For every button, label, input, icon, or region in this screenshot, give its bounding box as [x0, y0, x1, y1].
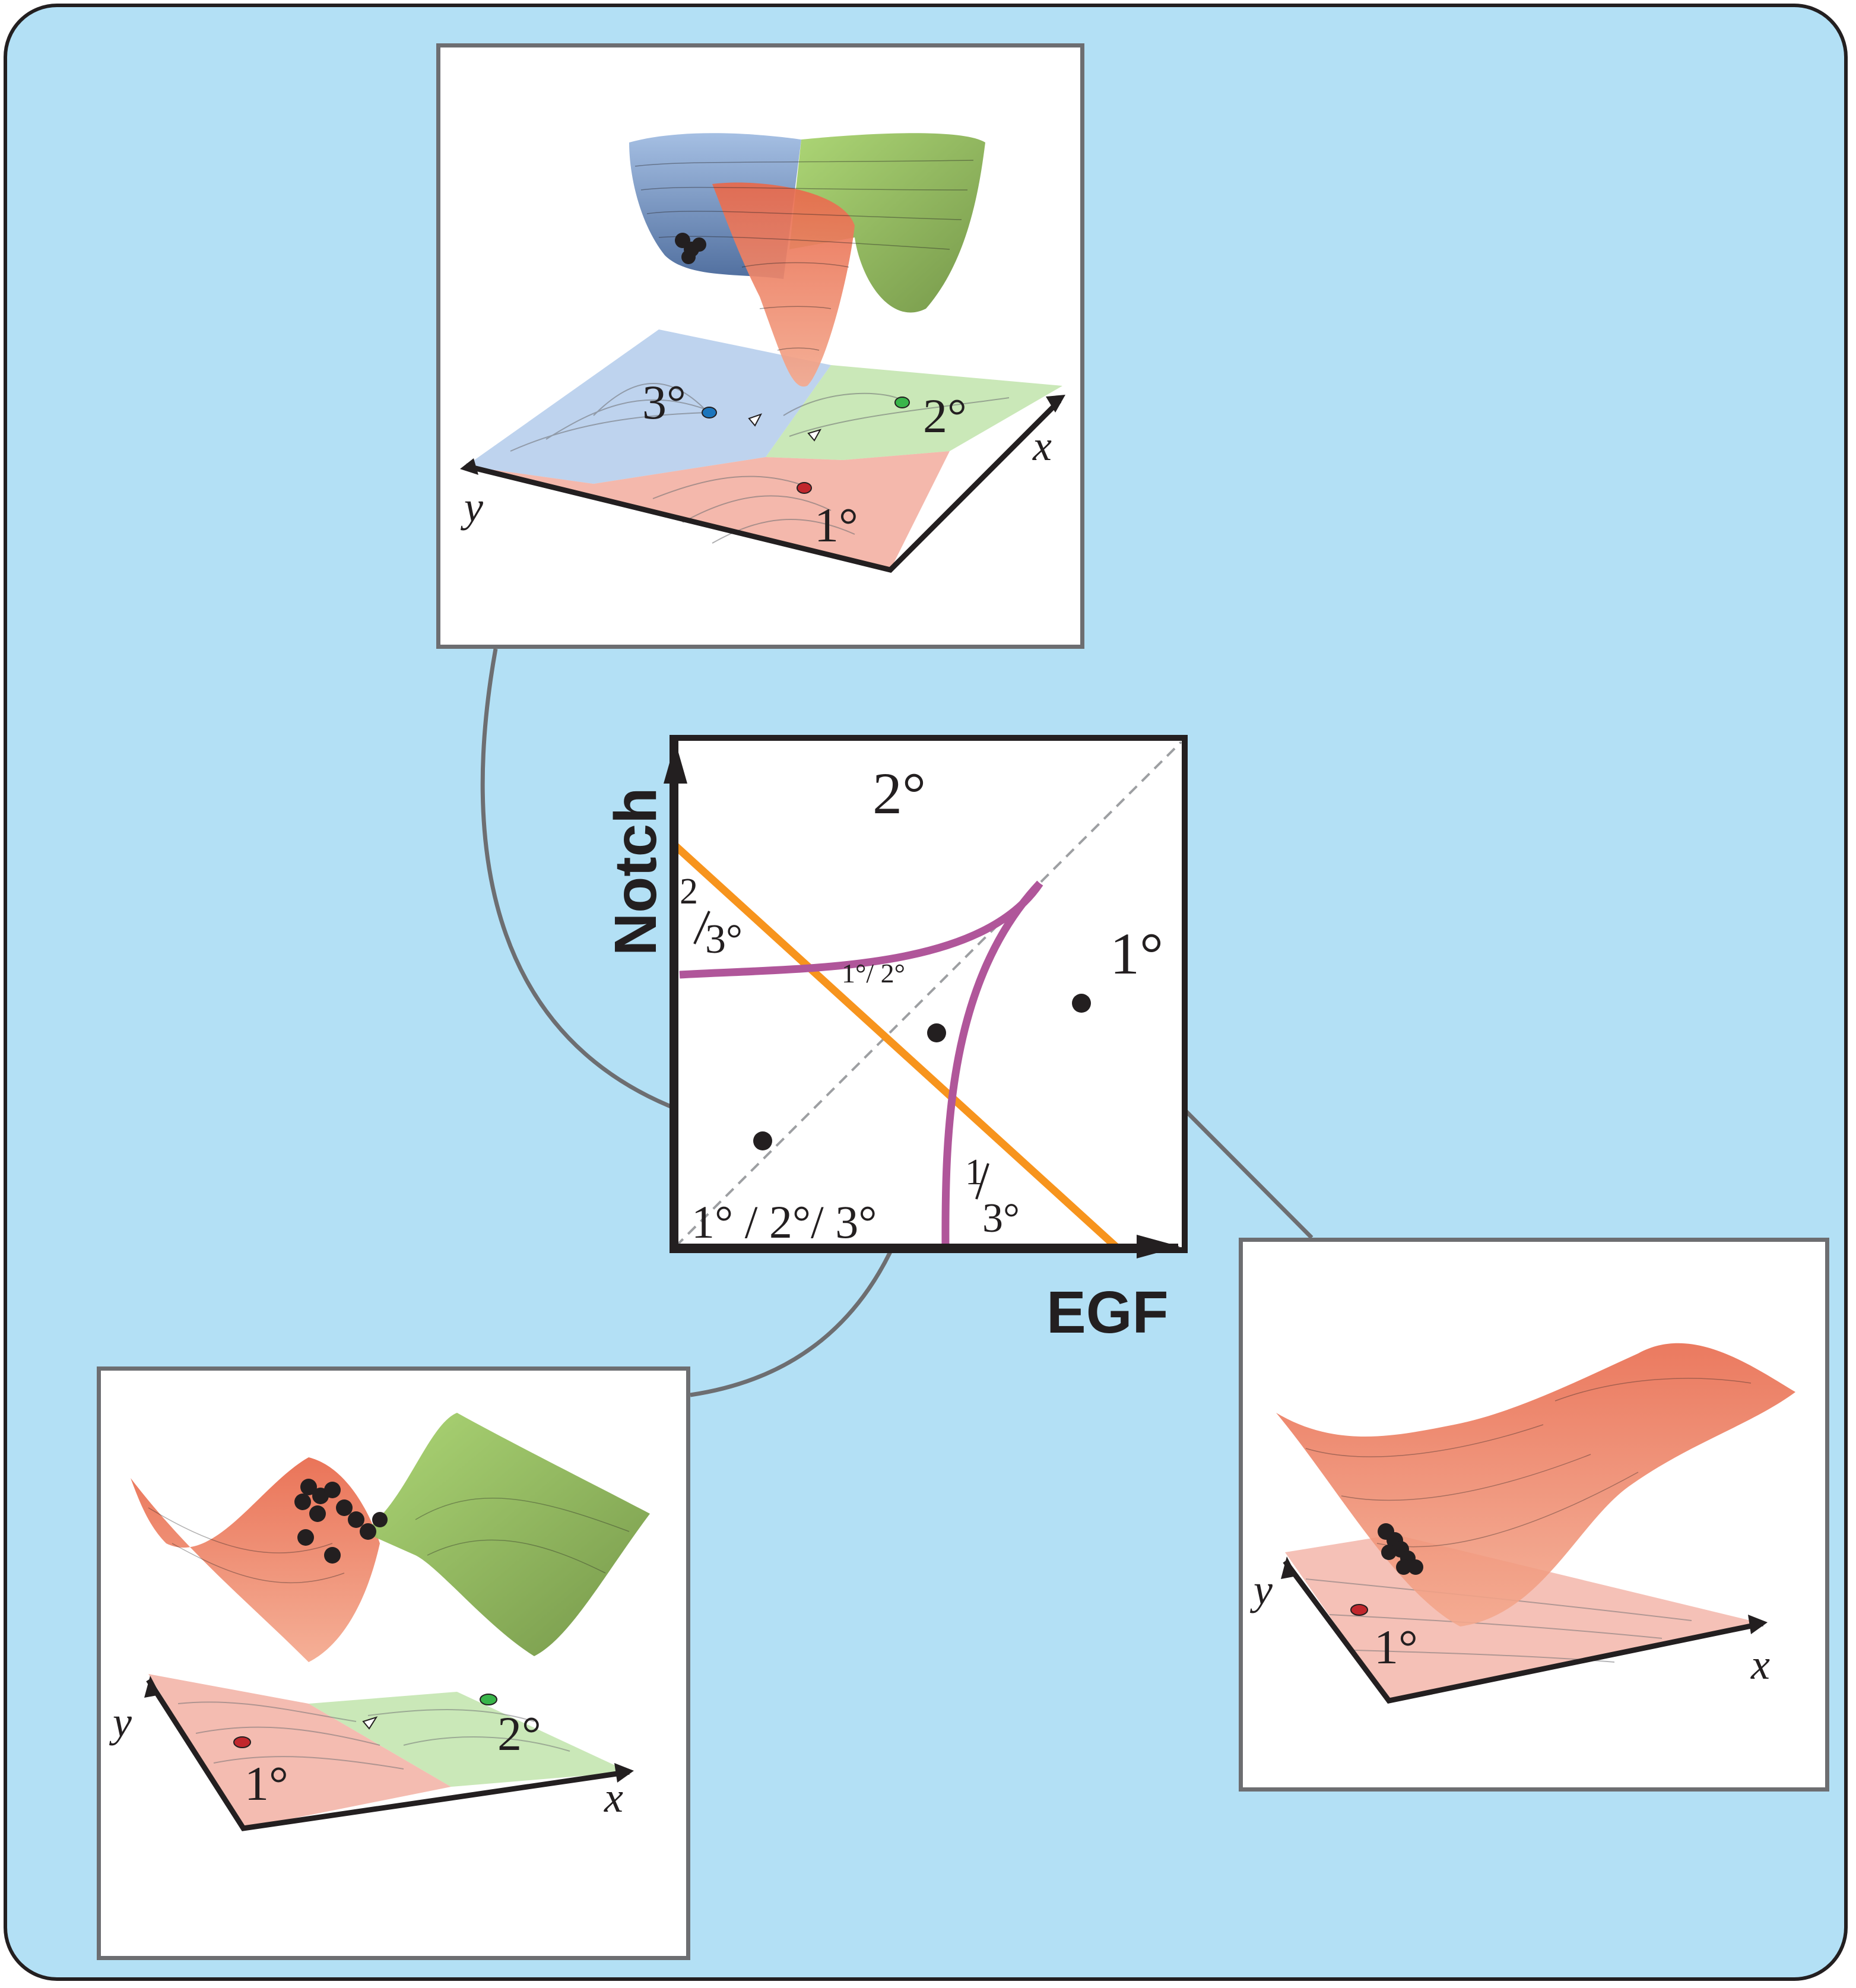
fixed-point-2fate: [480, 1694, 497, 1705]
surface-red-valley: [131, 1457, 380, 1662]
landscape-right-graphic: [1276, 1343, 1795, 1704]
region-label-1fate: 1°: [1110, 921, 1163, 987]
diagonal-dashed-line: [674, 741, 1182, 1248]
floor-region-2fate: [309, 1692, 629, 1787]
floor-region-1fate: [148, 1674, 451, 1828]
bl-axes: [146, 1678, 630, 1831]
state-point-origin: [753, 1131, 772, 1150]
fixed-point-1fate: [797, 482, 812, 494]
bl-x-label: x: [604, 1774, 623, 1821]
right-x-label: x: [1750, 1641, 1770, 1688]
region-label-1-3-den: 3°: [982, 1196, 1020, 1241]
x-axis-label: EGF: [1046, 1279, 1169, 1346]
fixed-point-3fate: [702, 407, 717, 418]
landscape-top-graphic: [460, 133, 1065, 573]
top-x-axis: [465, 398, 1062, 573]
surface-red-funnel: [712, 182, 855, 387]
floor-region-3fate: [466, 329, 831, 484]
state-point-center: [927, 1023, 946, 1042]
region-label-2-3-num: 2: [680, 871, 698, 912]
top-fate-label-3: 3°: [642, 375, 686, 429]
saddle-marker: [362, 1716, 378, 1730]
surface-green-valley: [362, 1413, 650, 1656]
region-label-all-fates: 1° / 2°/ 3°: [691, 1196, 877, 1248]
fixed-point-2fate: [894, 397, 910, 408]
fixed-point-1fate: [1350, 1604, 1368, 1616]
cell-cluster-bottom-left: [294, 1479, 388, 1564]
region-label-2fate: 2°: [873, 760, 926, 826]
state-point-1fate: [1072, 994, 1091, 1013]
right-axes: [1283, 1559, 1763, 1704]
purple-upper-boundary: [679, 881, 1043, 979]
landscape-bottom-left-graphic: [131, 1413, 650, 1831]
cell-cluster-right: [1378, 1523, 1423, 1575]
arrow-top-to-origin: [480, 648, 751, 1142]
landscape-panel-bottom-left: [97, 1366, 690, 1960]
fraction-slash-2-3: [693, 911, 710, 944]
saddle-marker: [807, 429, 822, 442]
purple-lower-boundary: [941, 880, 1043, 1247]
bl-fate-label-1: 1°: [245, 1756, 288, 1811]
top-fate-label-2: 2°: [923, 389, 967, 443]
fixed-point-1fate: [233, 1736, 251, 1748]
cell-cluster-top: [675, 233, 706, 264]
region-label-2-3-den: 3°: [705, 917, 743, 962]
bl-y-label: y: [109, 1698, 132, 1746]
bifurcation-plot: [664, 735, 1188, 1258]
right-y-label: y: [1249, 1566, 1273, 1613]
right-fate-label-1: 1°: [1374, 1620, 1418, 1674]
y-axis-label: Notch: [602, 788, 669, 956]
fraction-slash-1-3: [975, 1163, 989, 1200]
region-label-cusp: 1°/ 2°: [842, 958, 905, 988]
top-y-label: y: [460, 483, 483, 531]
top-x-label: x: [1032, 422, 1052, 470]
surface-green-lobe: [789, 133, 985, 313]
top-fate-label-1: 1°: [814, 498, 858, 552]
saddle-marker: [748, 413, 763, 427]
bl-fate-label-2: 2°: [497, 1707, 541, 1761]
orange-boundary-line: [672, 843, 1119, 1250]
floor-region-2fate: [766, 365, 1062, 460]
